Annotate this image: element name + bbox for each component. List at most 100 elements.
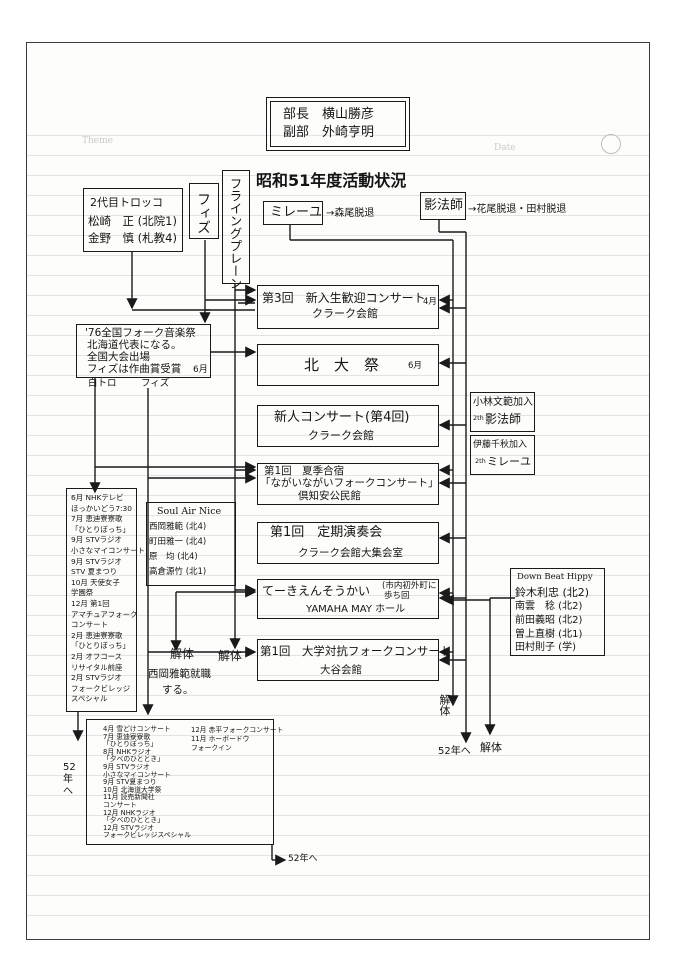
trolley-activity-line: リサイタル前座: [71, 662, 123, 672]
trolley-activity-line: コンサート: [71, 620, 108, 630]
fizz-activity-line: 8月 NHKラジオ: [103, 747, 152, 756]
event-venue: YAMAHA MAY ホール: [306, 604, 406, 615]
downbeat-member: 鈴木利忠 (北2): [515, 586, 590, 599]
soulair-member: 町田雅一 (北4): [149, 537, 207, 547]
fizz-activity-line: 7月 恵迪寮寮歌: [103, 732, 151, 741]
kage-name: 影法師: [424, 198, 464, 213]
festival-line: フィズは作曲賞受賞: [87, 363, 182, 375]
event-title: てーきえんそうかい: [262, 584, 371, 598]
group-mireyu: ミレーユ: [263, 201, 323, 225]
soulair-end-note: 西岡雅範就職: [148, 668, 211, 680]
flying-end: 解体: [218, 649, 243, 663]
event-note: (市内初外町に: [382, 581, 437, 591]
trolley-activity-line: アマチュアフォーク: [71, 609, 138, 619]
event-subtitle: 「ながいながいフォークコンサート」: [260, 477, 439, 489]
trolley-activity-line: フォークビレッジ: [71, 683, 131, 693]
soulair-name: Soul Air Nice: [157, 506, 222, 517]
event-venue: クラーク会館大集会室: [298, 547, 403, 559]
event-month: 4月: [423, 297, 437, 307]
festival-line: 全国大会出場: [87, 351, 150, 363]
event-title: 北 大 祭: [304, 356, 380, 374]
trolley-activity-line: 2月 STVラジオ: [71, 673, 122, 683]
event-note: 歩ち回: [384, 591, 410, 601]
ito-join: 伊藤千秋加入 2th ミレーユ: [470, 435, 535, 475]
soulair-end: 解体: [170, 647, 195, 661]
fizz-activity-line: 4月 雪どけコンサート: [103, 725, 171, 733]
group-flying-plane: フライングプレーン: [222, 170, 250, 290]
event-title: 第3回 新入生歓迎コンサート: [262, 291, 426, 305]
event-title: 第1回 夏季合宿: [264, 465, 345, 477]
soulair-member: 西岡雅範 (北4): [149, 522, 207, 532]
event-title: 第1回 大学対抗フォークコンサート: [260, 644, 452, 658]
event-title: 第1回 定期演奏会: [270, 525, 383, 540]
fizz-activity-line: 12月 STVラジオ: [103, 823, 154, 832]
event-summer-camp: 第1回 夏季合宿 「ながいながいフォークコンサート」 倶知安公民館: [257, 463, 439, 505]
downbeat-member: 前田義昭 (北2): [515, 615, 583, 626]
soulair-end-note: する。: [162, 684, 194, 696]
page-title: 昭和51年度活動状況: [256, 171, 407, 190]
join-text: 小林文範加入: [473, 397, 533, 408]
festival-month: 6月: [193, 365, 208, 375]
fizz-to-52: 52年へ: [288, 854, 318, 864]
fizz-activity-line: フォークビレッジスペシャル: [103, 831, 191, 840]
trolley-activity-line: 7月 恵迪寮寮歌: [71, 514, 123, 524]
event-venue: クラーク会館: [308, 429, 374, 442]
festival-label-fizz: フィズ: [141, 378, 170, 389]
fizz-activity-line: 「夕べのひととき」: [103, 816, 164, 825]
event-venue: 大谷会館: [320, 664, 362, 676]
fizz-activity-line: 10月 北海道大学祭: [103, 785, 162, 794]
fizz-activity-line: 11月 読売新聞社: [103, 793, 155, 802]
trolley-activity-line: 「ひとりぼっち」: [71, 524, 130, 534]
fizz-activity-line: コンサート: [103, 800, 137, 809]
join-sup: 2th: [473, 414, 484, 422]
officer-deputy: 副部 外崎亨明: [283, 125, 375, 140]
date-label: Date: [494, 143, 516, 153]
downbeat-member: 曽上直樹 (北1): [515, 629, 583, 640]
fizz-activity-line: 「夕べのひととき」: [103, 755, 164, 764]
mireyu-name: ミレーユ: [270, 205, 323, 220]
officer-head: 部長 横山勝彦: [283, 107, 375, 122]
trolley-activity-line: 9月 STVラジオ: [71, 556, 122, 566]
kage-end: 解体: [480, 741, 502, 754]
trolley-activity-line: 9月 STVラジオ: [71, 535, 122, 545]
trolley-activity-line: 12月 第1回: [71, 598, 110, 608]
event-month: 6月: [408, 361, 422, 371]
event-university-battle: 第1回 大学対抗フォークコンサート 大谷会館: [257, 639, 451, 681]
page-circle: [601, 134, 621, 154]
trolley-activity-line: 「ひとりぼっち」: [71, 641, 130, 651]
flying-name: フライングプレーン: [227, 177, 243, 290]
festival-line: '76全国フォーク音楽祭: [85, 327, 196, 339]
fizz-activity-line: 9月 STV夏まつり: [103, 778, 157, 787]
trolley-name: 2代目トロッコ: [90, 196, 163, 209]
group-kageboushi: 影法師: [420, 192, 466, 220]
group-trolley: 2代目トロッコ 松崎 正 (北院1) 金野 慎 (札教4): [83, 188, 183, 252]
festival-box: '76全国フォーク音楽祭 北海道代表になる。 全国大会出場 フィズは作曲賞受賞 …: [76, 324, 211, 378]
mireyu-end: 解体: [438, 694, 451, 716]
trolley-activity-line: STV 夏まつり: [71, 567, 118, 577]
event-freshman-concert: 第3回 新入生歓迎コンサート 4月 クラーク会館: [257, 285, 439, 329]
notebook-page: [26, 42, 650, 940]
festival-label-trolley: 白トロ: [88, 378, 117, 389]
officers-box: 部長 横山勝彦 副部 外崎亨明: [266, 97, 410, 151]
fizz-activity-line: 「ひとりぼっち」: [103, 740, 158, 749]
fizz-activity-line: 小さなマイコンサート: [103, 770, 171, 779]
festival-line: 北海道代表になる。: [87, 339, 182, 351]
theme-label: Theme: [82, 136, 113, 146]
event-hokudai-festival: 北 大 祭 6月: [257, 344, 439, 386]
mireyu-to-52: 52年へ: [438, 746, 471, 757]
trolley-member: 金野 慎 (札教4): [88, 231, 177, 245]
trolley-activity-line: スペシャル: [71, 694, 108, 704]
trolley-activity-line: 2月 恵迪寮寮歌: [71, 630, 123, 640]
join-group: 影法師: [485, 412, 522, 426]
kage-note: →花尾脱退・田村脱退: [468, 204, 567, 215]
fizz-name: フィズ: [195, 192, 211, 234]
trolley-member: 松崎 正 (北院1): [88, 214, 177, 228]
event-venue: 倶知安公民館: [298, 490, 361, 502]
join-sup: 2th: [475, 457, 486, 465]
event-teiki-ensoukai: てーきえんそうかい (市内初外町に 歩ち回 YAMAHA MAY ホール: [257, 579, 439, 619]
event-regular-concert: 第1回 定期演奏会 クラーク会館大集会室: [257, 522, 439, 564]
